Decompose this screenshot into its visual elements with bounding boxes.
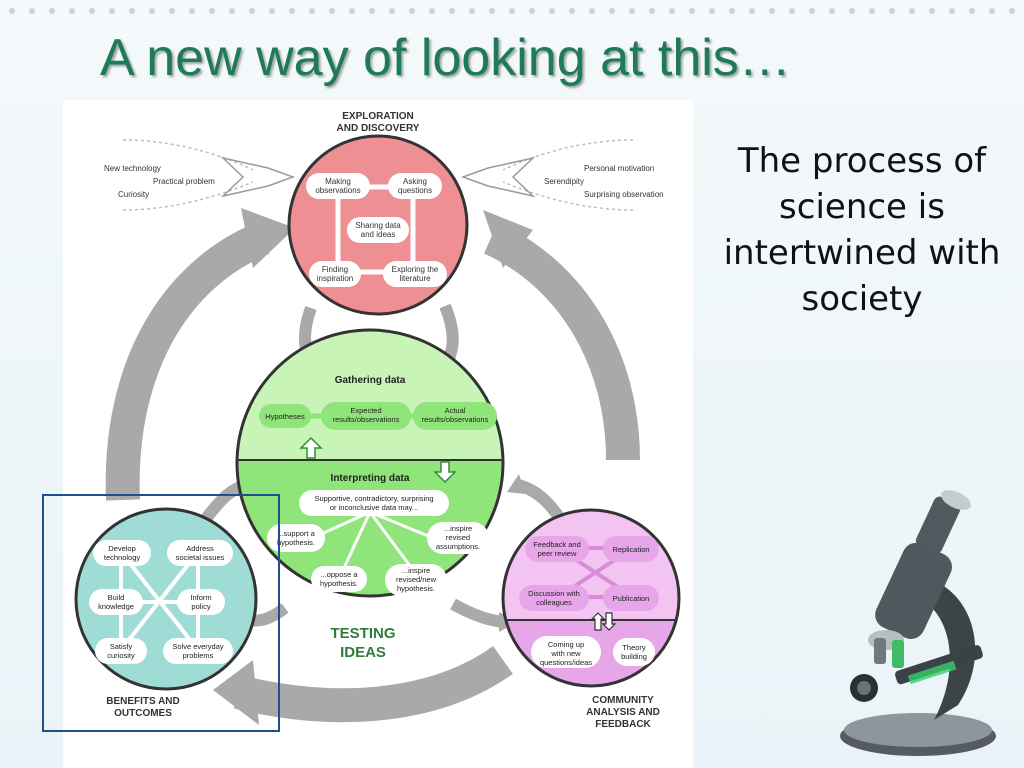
cycle-arrow-right: [483, 222, 640, 461]
solve-problems-1: Solve everyday: [172, 642, 224, 651]
input-practical-problem: Practical problem: [153, 177, 215, 186]
support-hypothesis-2: hypothesis.: [277, 538, 315, 547]
input-surprising-observation: Surprising observation: [584, 190, 664, 199]
build-knowledge-2: knowledge: [98, 602, 134, 611]
actual-results-1: Actual: [445, 406, 466, 415]
science-process-diagram: New technology Practical problem Curiosi…: [63, 100, 693, 768]
input-personal-motivation: Personal motivation: [584, 164, 654, 173]
expected-results-2: results/observations: [333, 415, 400, 424]
exploring-literature-2: literature: [399, 274, 431, 283]
discussion-colleagues-1: Discussion with: [528, 589, 580, 598]
discussion-colleagues-2: colleagues: [536, 598, 572, 607]
dotted-top-border: [9, 8, 1015, 14]
microscope-icon: [840, 490, 996, 756]
community-title-2: ANALYSIS AND: [586, 707, 660, 718]
build-knowledge-1: Build: [108, 593, 125, 602]
satisfy-curiosity-2: curiosity: [107, 651, 135, 660]
solve-problems-2: problems: [183, 651, 214, 660]
exploration-title-1: EXPLORATION: [342, 111, 413, 122]
supportive-data-2: or inconclusive data may...: [330, 503, 418, 512]
hypotheses-label: Hypotheses: [265, 412, 305, 421]
benefits-title-1: BENEFITS AND: [106, 696, 180, 707]
gathering-data-label: Gathering data: [335, 375, 406, 386]
satisfy-curiosity-1: Satisfy: [110, 642, 133, 651]
input-new-technology: New technology: [104, 164, 161, 173]
inform-policy-1: Inform: [190, 593, 211, 602]
asking-questions-2: questions: [398, 186, 432, 195]
inspire-new-2: revised/new: [396, 575, 437, 584]
theory-building-2: building: [621, 652, 647, 661]
input-curiosity: Curiosity: [118, 190, 149, 199]
expected-results-1: Expected: [350, 406, 381, 415]
replication-label: Replication: [612, 545, 649, 554]
community-title-1: COMMUNITY: [592, 695, 654, 706]
theory-building-1: Theory: [622, 643, 646, 652]
coming-up-1: Coming up: [548, 640, 584, 649]
sharing-data-2: and ideas: [361, 230, 396, 239]
input-serendipity: Serendipity: [544, 177, 584, 186]
community-analysis-circle: Feedback and peer review Replication Dis…: [501, 508, 681, 730]
exploration-discovery-circle: EXPLORATION AND DISCOVERY Making observa…: [287, 111, 469, 316]
address-issues-2: societal issues: [176, 553, 225, 562]
feedback-review-2: peer review: [538, 549, 577, 558]
cycle-arrow-bottom: [234, 645, 513, 723]
asking-questions-1: Asking: [403, 177, 427, 186]
inform-policy-2: policy: [191, 602, 210, 611]
exploring-literature-1: Exploring the: [392, 265, 439, 274]
slide-title: A new way of looking at this…: [100, 29, 791, 87]
cycle-arrow-heads: [213, 208, 533, 725]
support-hypothesis-1: ...support a: [277, 529, 315, 538]
coming-up-2: with new: [550, 649, 581, 658]
oppose-hypothesis-2: hypothesis.: [320, 579, 358, 588]
cycle-arrow-left: [105, 222, 270, 501]
benefits-outcomes-circle: Develop technology Address societal issu…: [74, 507, 258, 719]
feedback-review-1: Feedback and: [533, 540, 581, 549]
finding-inspiration-1: Finding: [322, 265, 348, 274]
testing-ideas-title-1: TESTING: [330, 625, 395, 642]
testing-ideas-title-2: IDEAS: [340, 644, 386, 661]
sharing-data-1: Sharing data: [355, 221, 401, 230]
coming-up-3: questions/ideas: [540, 658, 592, 667]
exploration-title-2: AND DISCOVERY: [337, 123, 420, 134]
benefits-title-2: OUTCOMES: [114, 708, 172, 719]
address-issues-1: Address: [186, 544, 214, 553]
inspire-revised-1: ...inspire: [444, 524, 472, 533]
making-observations-1: Making: [325, 177, 351, 186]
inspire-revised-2: revised: [446, 533, 470, 542]
inspire-revised-3: assumptions.: [436, 542, 480, 551]
develop-technology-2: technology: [104, 553, 141, 562]
supportive-data-1: Supportive, contradictory, surprising: [314, 494, 433, 503]
actual-results-2: results/observations: [422, 415, 489, 424]
making-observations-2: observations: [315, 186, 360, 195]
develop-technology-1: Develop: [108, 544, 136, 553]
cycle-arrows: [105, 222, 640, 723]
community-title-3: FEEDBACK: [595, 719, 651, 730]
publication-label: Publication: [613, 594, 650, 603]
slide-caption: The process of science is intertwined wi…: [723, 141, 1001, 319]
inspire-new-1: ...inspire: [402, 566, 430, 575]
oppose-hypothesis-1: ...oppose a: [320, 570, 358, 579]
inspire-new-3: hypothesis.: [397, 584, 435, 593]
finding-inspiration-2: inspiration: [317, 274, 353, 283]
interpreting-data-label: Interpreting data: [331, 473, 410, 484]
